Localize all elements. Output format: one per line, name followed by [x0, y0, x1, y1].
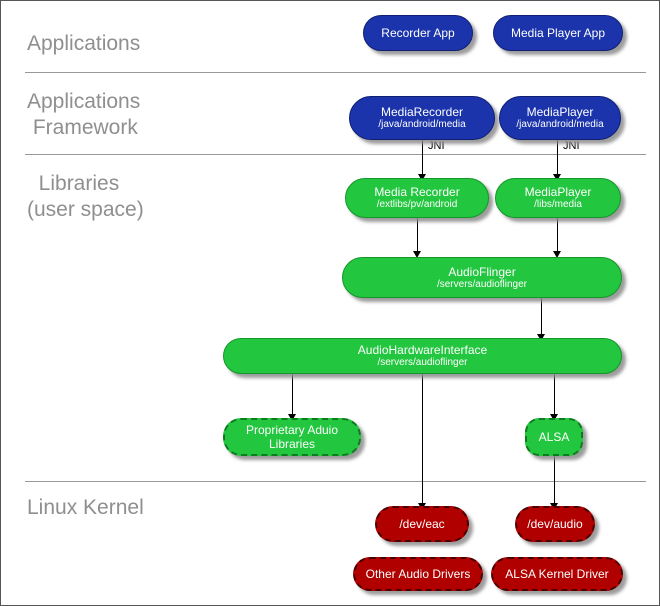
node-subtitle: /java/android/media: [378, 119, 466, 130]
tier-label-applications: Applications: [27, 32, 141, 55]
node-subtitle: /java/android/media: [516, 119, 604, 130]
node-media-player-app[interactable]: Media Player App: [493, 15, 623, 51]
connector-mediarecorder-to-media-recorder-lib: [422, 140, 423, 178]
node-title: MediaRecorder: [380, 105, 464, 119]
node-alsa-kernel-driver[interactable]: ALSA Kernel Driver: [491, 557, 623, 591]
connector-ahi-to-dev-eac: [422, 373, 423, 507]
node-title: ALSA: [538, 430, 570, 444]
arrowhead-proprietary-audio-libs: [288, 414, 296, 421]
node-mediarecorder-framework[interactable]: MediaRecorder /java/android/media: [349, 96, 495, 140]
node-subtitle: /servers/audioflinger: [377, 357, 468, 368]
connector-ahi-to-proprietary-audio-libs: [292, 373, 293, 418]
node-title: /dev/eac: [399, 517, 445, 531]
node-audiohardwareinterface[interactable]: AudioHardwareInterface /servers/audiofli…: [223, 338, 622, 374]
node-title: Media Player App: [510, 26, 606, 40]
node-dev-audio[interactable]: /dev/audio: [515, 506, 595, 542]
node-audioflinger[interactable]: AudioFlinger /servers/audioflinger: [342, 257, 622, 298]
node-mediaplayer-framework[interactable]: MediaPlayer /java/android/media: [499, 96, 621, 140]
node-title: AudioFlinger: [448, 264, 516, 279]
node-title: /dev/audio: [527, 517, 583, 531]
node-title: Recorder App: [381, 26, 455, 40]
separator-linux-kernel: [25, 481, 646, 482]
arrowhead-audioflinger-left: [413, 251, 421, 258]
connector-label-jni-right: JNI: [563, 140, 580, 152]
node-subtitle: /extlibs/pv/android: [376, 199, 458, 210]
tier-label-libraries: Libraries (user space): [27, 172, 144, 221]
connector-audioflinger-to-audiohardwareinterface: [541, 298, 542, 338]
node-title: Other Audio Drivers: [365, 567, 471, 581]
node-proprietary-audio-libs[interactable]: Proprietary Aduio Libraries: [223, 418, 361, 456]
connector-mediaplayer-lib-to-audioflinger: [557, 217, 558, 255]
node-title: AudioHardwareInterface: [357, 343, 488, 357]
tier-label-applications-framework: Applications Framework: [27, 90, 141, 139]
node-mediaplayer-lib[interactable]: MediaPlayer /libs/media: [495, 178, 621, 218]
node-title: MediaPlayer: [526, 105, 594, 119]
connector-mediaplayer-to-mediaplayer-lib: [557, 140, 558, 178]
node-subtitle: /libs/media: [534, 199, 582, 210]
node-title: Media Recorder: [374, 185, 460, 199]
connector-alsa-to-dev-audio: [554, 456, 555, 507]
node-media-recorder-lib[interactable]: Media Recorder /extlibs/pv/android: [345, 178, 489, 218]
node-recorder-app[interactable]: Recorder App: [363, 15, 473, 51]
tier-label-linux-kernel: Linux Kernel: [27, 496, 144, 519]
node-title: ALSA Kernel Driver: [505, 567, 609, 581]
arrowhead-alsa: [550, 414, 558, 421]
separator-applications-framework: [25, 154, 646, 155]
node-dev-eac[interactable]: /dev/eac: [375, 506, 469, 542]
connector-ahi-to-alsa: [554, 373, 555, 418]
separator-applications: [25, 72, 646, 73]
node-title: MediaPlayer: [524, 185, 592, 199]
node-subtitle: /servers/audioflinger: [436, 278, 528, 290]
node-title: Proprietary Aduio Libraries: [245, 423, 339, 451]
node-other-audio-drivers[interactable]: Other Audio Drivers: [353, 557, 483, 591]
arrowhead-audioflinger-right: [553, 251, 561, 258]
connector-media-recorder-lib-to-audioflinger: [417, 217, 418, 255]
connector-label-jni-left: JNI: [428, 140, 445, 152]
node-alsa[interactable]: ALSA: [525, 418, 583, 456]
